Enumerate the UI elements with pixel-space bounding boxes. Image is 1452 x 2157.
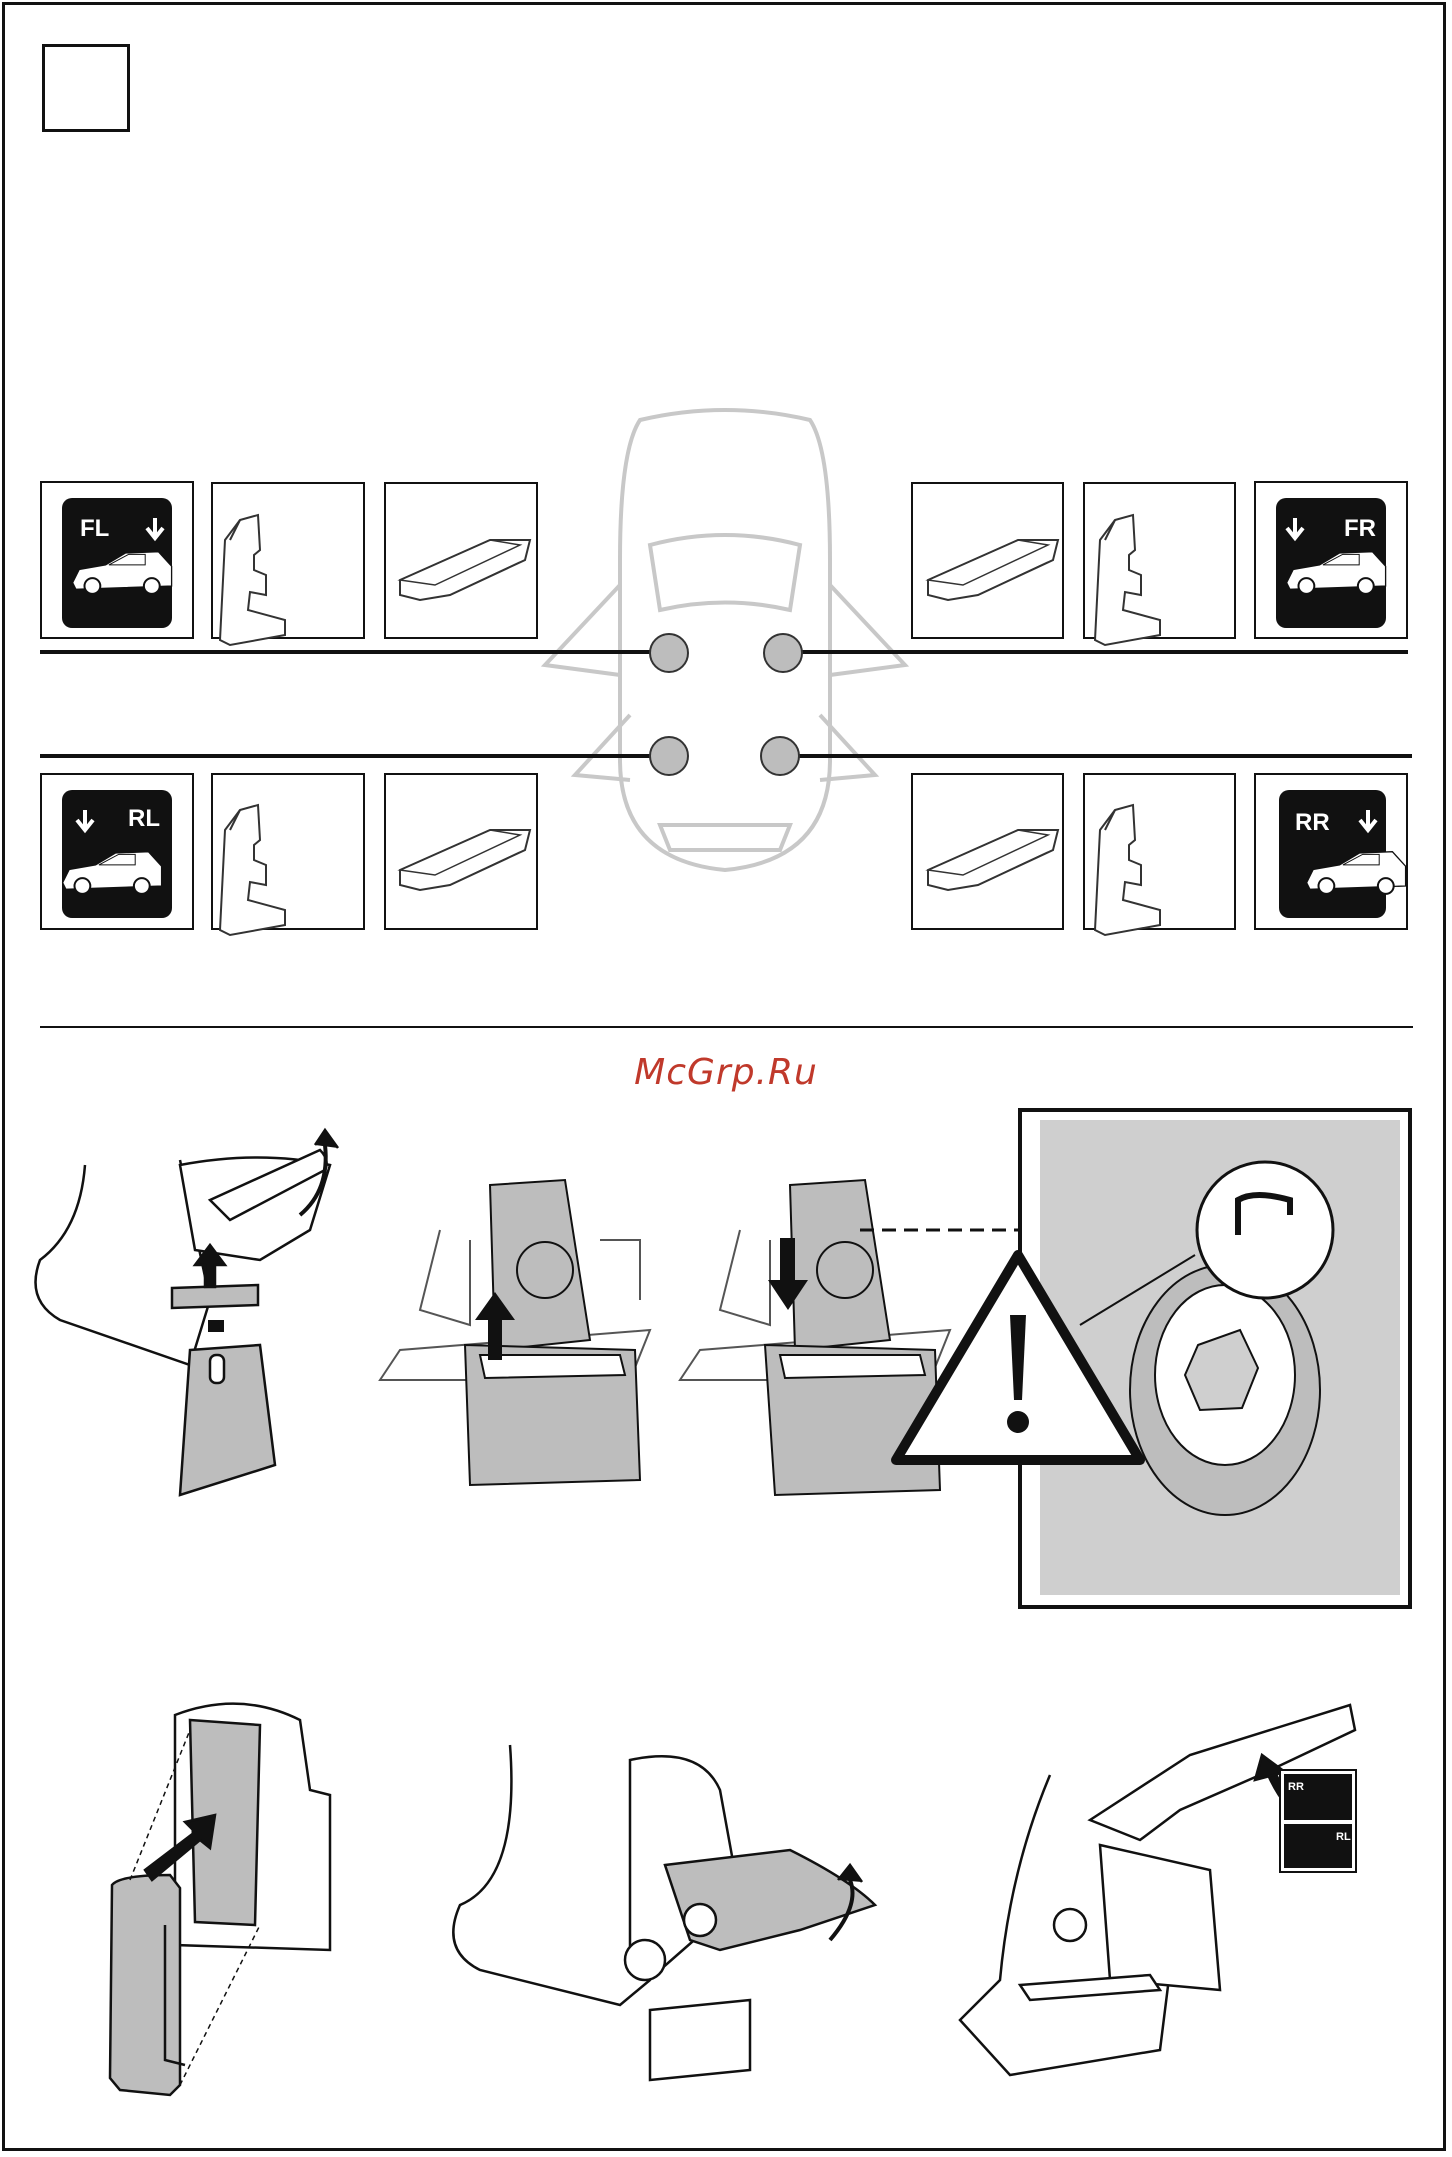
- bracket-part: [1095, 805, 1160, 935]
- pad-part: [400, 540, 530, 600]
- step-4-illustration: [110, 1704, 330, 2095]
- label-rr: RR: [1295, 809, 1330, 836]
- step-5-illustration: [453, 1745, 875, 2080]
- step-6-illustration: [960, 1705, 1356, 2075]
- mini-label-rr: RR: [1288, 1781, 1304, 1793]
- step-1-illustration: [36, 1130, 339, 1495]
- mini-label-rl: RL: [1336, 1831, 1351, 1843]
- pad-part: [928, 830, 1058, 890]
- sticker-fl: [62, 498, 172, 628]
- bracket-part: [1095, 515, 1160, 645]
- label-rl: RL: [128, 805, 160, 832]
- position-leader-lines: [40, 652, 1412, 756]
- pad-part: [928, 540, 1058, 600]
- mount-points: [650, 634, 802, 775]
- pad-part: [400, 830, 530, 890]
- step-2-illustration: [380, 1180, 650, 1485]
- watermark: McGrp.Ru: [0, 1052, 1452, 1093]
- bracket-part: [220, 805, 285, 935]
- label-fl: FL: [80, 515, 109, 542]
- label-fr: FR: [1344, 515, 1376, 542]
- bracket-part: [220, 515, 285, 645]
- car-top-view: [545, 410, 905, 870]
